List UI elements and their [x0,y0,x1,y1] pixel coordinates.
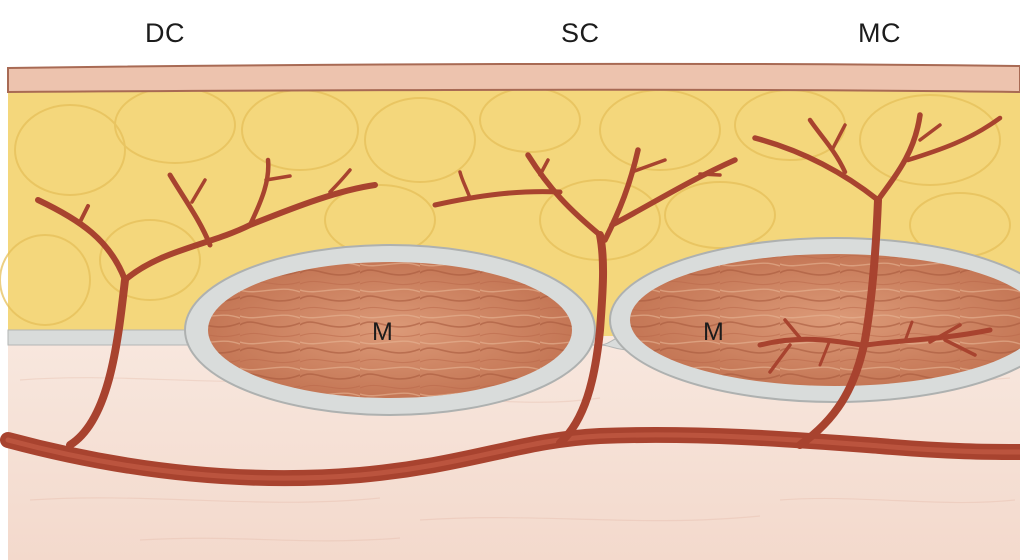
muscle-label-1: M [372,318,393,346]
muscle-label-2: M [703,318,724,346]
skin-layer [8,64,1020,92]
